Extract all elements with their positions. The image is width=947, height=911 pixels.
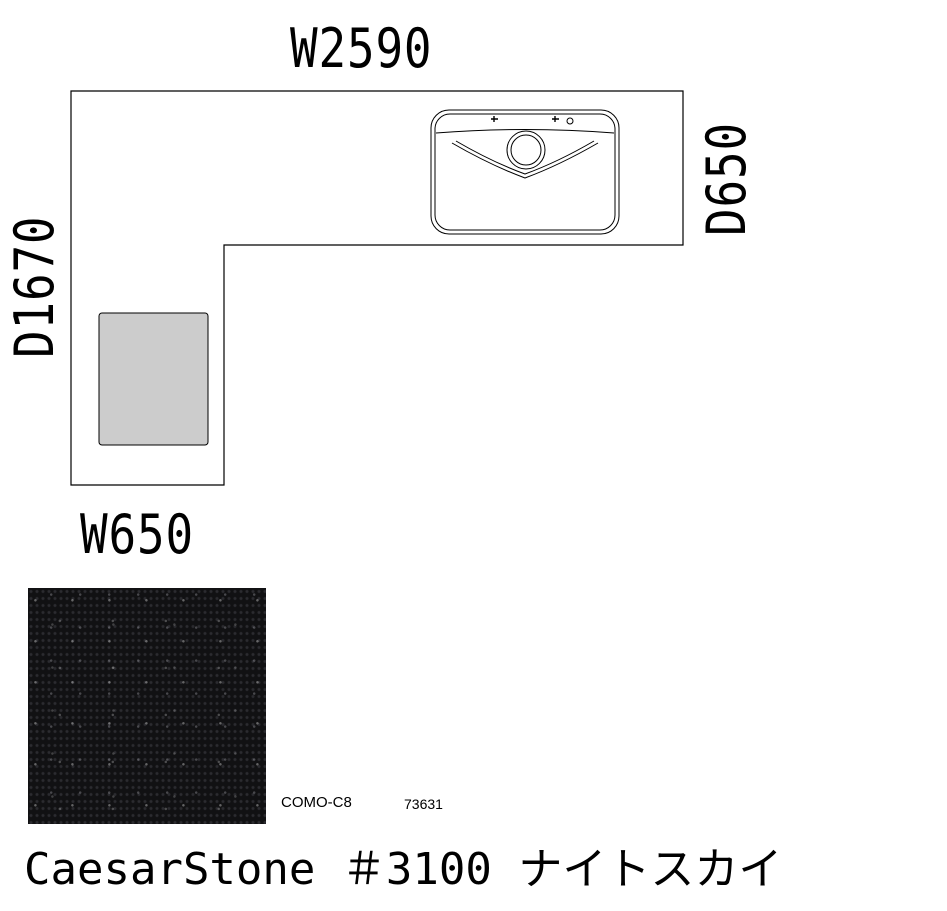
faucet-mark-right — [552, 116, 559, 122]
countertop-outline — [70, 90, 684, 486]
cooktop — [98, 312, 209, 446]
sink-inner-rim — [434, 113, 616, 231]
faucet-mark-left — [491, 116, 498, 122]
sink-bowl-back — [435, 129, 615, 134]
sink-bowl-slope-inner — [455, 140, 595, 175]
countertop-plan — [70, 90, 684, 486]
sink-bowl-slope — [451, 142, 599, 179]
material-caption: CaesarStone ＃3100 ナイトスカイ — [24, 844, 783, 895]
sink — [430, 109, 620, 235]
faucet-hole-icon — [566, 117, 574, 125]
drain-inner-icon — [510, 134, 542, 166]
drain-outer-icon — [506, 130, 546, 170]
width-dimension-bottom: W650 — [80, 503, 194, 566]
product-number: 73631 — [404, 796, 443, 812]
width-dimension-top: W2590 — [290, 17, 433, 80]
material-swatch — [28, 588, 266, 824]
product-code: COMO-C8 — [281, 794, 352, 811]
sink-outer-rim — [430, 109, 620, 235]
